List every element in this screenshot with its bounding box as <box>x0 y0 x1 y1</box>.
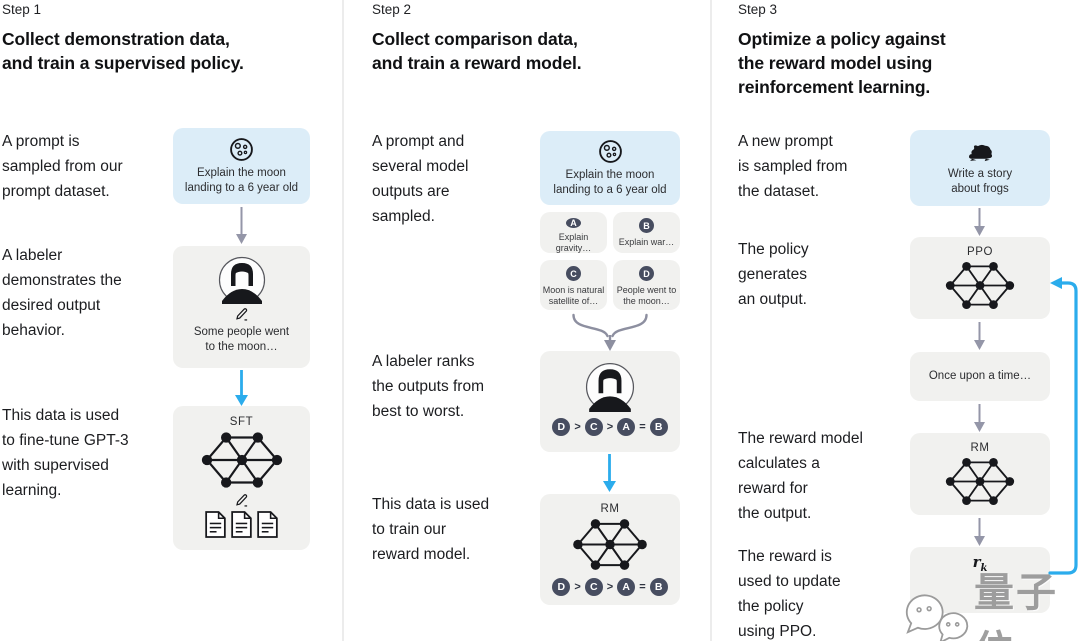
arrow-down-gray <box>236 207 247 244</box>
rm-label: RM <box>600 503 620 515</box>
step3-paragraph-rm-calculates: The reward model calculates a reward for… <box>738 430 863 522</box>
network-icon <box>943 260 1017 311</box>
output-box-d: D People went to the moon… <box>613 260 680 310</box>
output-badge-b: B <box>639 218 654 233</box>
network-icon <box>943 456 1017 507</box>
moon-icon <box>229 137 254 162</box>
rank-badge: D <box>552 578 571 596</box>
step3-paragraph-policy-generates: The policy generates an output. <box>738 241 809 308</box>
step2-paragraph-train-rm: This data is used to train our reward mo… <box>372 496 490 563</box>
network-icon <box>570 517 650 572</box>
arrow-down-blue <box>235 370 248 406</box>
step2-paragraph-labeler-ranks: A labeler ranks the outputs from best to… <box>372 353 485 420</box>
pencil-icon <box>234 493 249 508</box>
output-badge-c: C <box>566 266 581 281</box>
step2-prompt-box: Explain the moon landing to a 6 year old <box>540 131 680 205</box>
rm-label: RM <box>970 442 990 454</box>
output-text-b: Explain war… <box>618 237 675 247</box>
step1-paragraph-finetune: This data is used to fine-tune GPT-3 wit… <box>2 407 129 499</box>
rank-badge: A <box>617 418 636 436</box>
step3-label: Step 3 <box>738 2 778 17</box>
step3-prompt-text: Write a story about frogs <box>947 168 1013 195</box>
moon-icon <box>598 139 623 164</box>
arrow-down-gray <box>974 322 985 350</box>
rank-separator: > <box>606 421 614 433</box>
rank-badge: C <box>584 418 603 436</box>
rank-separator: = <box>639 581 646 593</box>
step3-title: Optimize a policy against the reward mod… <box>738 29 946 97</box>
step1-paragraph-labeler-demonstrates: A labeler demonstrates the desired outpu… <box>2 247 122 339</box>
merge-arrow <box>572 313 648 351</box>
column-divider-2 <box>710 0 712 641</box>
feedback-loop-arrow <box>1048 277 1078 575</box>
output-badge-a: A <box>566 218 581 228</box>
output-box-a: A Explain gravity… <box>540 212 607 253</box>
rank-badge: B <box>649 418 668 436</box>
step3-rm-box: RM <box>910 433 1050 515</box>
frog-icon <box>967 141 994 162</box>
ranking-row: D > C > A = B <box>552 578 668 596</box>
step1-labeler-box: Some people went to the moon… <box>173 246 310 368</box>
step2-title: Collect comparison data, and train a rew… <box>372 29 582 73</box>
step1-label: Step 1 <box>2 2 42 17</box>
rank-separator: = <box>639 421 646 433</box>
step3-output-text: Once upon a time… <box>928 370 1032 382</box>
sft-label: SFT <box>229 416 254 428</box>
step1-paragraph-prompt-sampled: A prompt is sampled from our prompt data… <box>2 133 123 200</box>
rank-badge: D <box>552 418 571 436</box>
watermark: 量子位 <box>900 560 1080 641</box>
step1-sft-box: SFT <box>173 406 310 550</box>
step1-title: Collect demonstration data, and train a … <box>2 29 244 73</box>
arrow-down-blue <box>603 454 616 492</box>
output-badge-d: D <box>639 266 654 281</box>
step3-ppo-box: PPO <box>910 237 1050 319</box>
rank-badge: C <box>584 578 603 596</box>
step3-prompt-box: Write a story about frogs <box>910 130 1050 206</box>
arrow-down-gray <box>974 404 985 432</box>
reward-symbol: rk <box>972 553 988 574</box>
step1-prompt-box: Explain the moon landing to a 6 year old <box>173 128 310 204</box>
output-box-c: C Moon is natural satellite of… <box>540 260 607 310</box>
arrow-down-gray <box>974 208 985 236</box>
step2-rm-box: RM D > C > A = B <box>540 494 680 605</box>
output-text-c: Moon is natural satellite of… <box>542 285 605 306</box>
ppo-label: PPO <box>966 246 994 258</box>
column-divider-1 <box>342 0 344 641</box>
rank-separator: > <box>574 581 581 593</box>
output-text-d: People went to the moon… <box>616 285 677 306</box>
output-box-b: B Explain war… <box>613 212 680 253</box>
step2-label: Step 2 <box>372 2 412 17</box>
step1-demonstration-text: Some people went to the moon… <box>193 326 290 353</box>
wechat-bubbles-icon <box>900 588 974 641</box>
step2-paragraph-prompt-outputs: A prompt and several model outputs are s… <box>372 133 469 225</box>
ranking-row: D > C > A = B <box>552 418 668 436</box>
step1-prompt-text: Explain the moon landing to a 6 year old <box>184 167 299 194</box>
step2-prompt-text: Explain the moon landing to a 6 year old <box>553 169 667 196</box>
rank-badge: B <box>649 578 668 596</box>
step3-output-box: Once upon a time… <box>910 352 1050 401</box>
step2-labeler-box: D > C > A = B <box>540 351 680 452</box>
labeler-avatar-icon <box>218 256 266 304</box>
rank-badge: A <box>617 578 636 596</box>
rank-separator: > <box>606 581 614 593</box>
labeler-avatar-icon <box>585 362 635 412</box>
rank-separator: > <box>574 421 581 433</box>
pencil-icon <box>234 307 249 322</box>
step3-paragraph-reward-updates: The reward is used to update the policy … <box>738 548 841 640</box>
arrow-down-gray <box>974 518 985 546</box>
network-icon <box>198 430 286 490</box>
watermark-text: 量子位 <box>974 571 1059 641</box>
documents-icon <box>205 511 278 538</box>
output-text-a: Explain gravity… <box>555 232 592 253</box>
step3-paragraph-new-prompt: A new prompt is sampled from the dataset… <box>738 133 848 200</box>
